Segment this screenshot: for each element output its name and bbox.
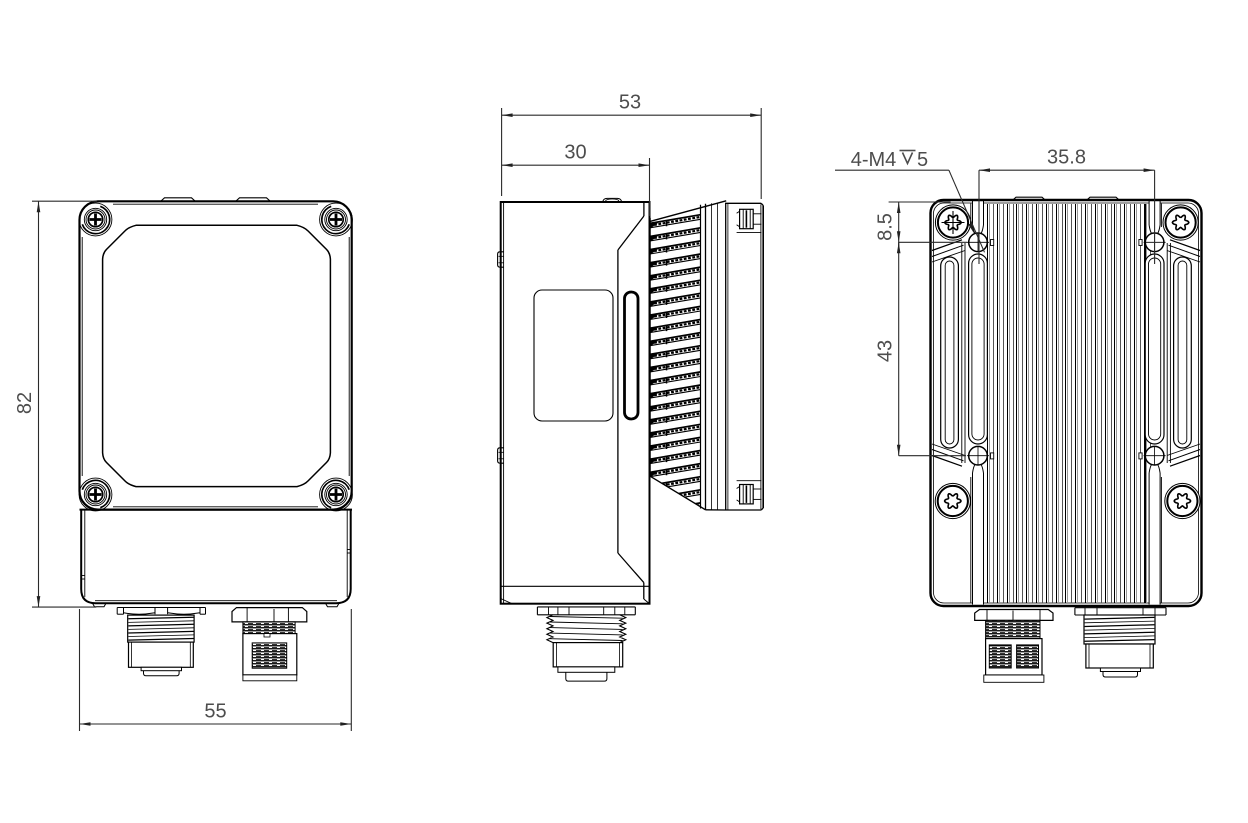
svg-text:55: 55 [204,701,226,723]
svg-text:5: 5 [917,149,928,171]
svg-text:43: 43 [875,340,897,362]
svg-text:53: 53 [619,92,641,114]
svg-text:8.5: 8.5 [875,213,897,241]
svg-text:30: 30 [564,142,586,164]
svg-text:4-M4: 4-M4 [851,149,897,171]
svg-text:82: 82 [14,392,36,414]
svg-text:35.8: 35.8 [1047,147,1086,169]
